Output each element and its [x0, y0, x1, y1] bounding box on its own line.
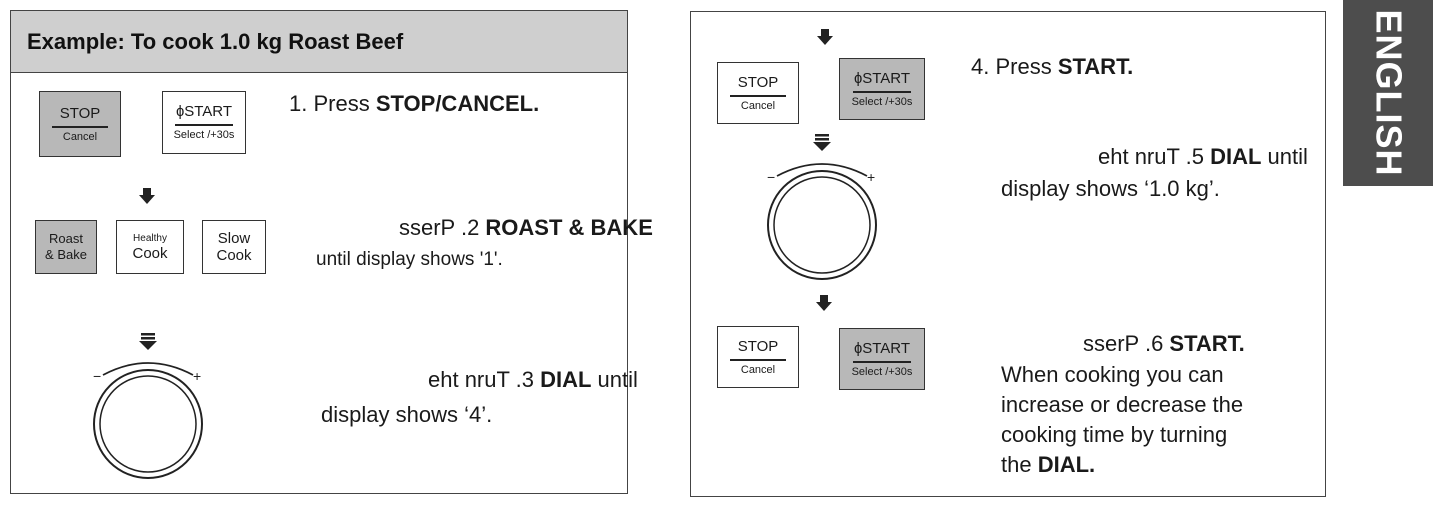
start-key: ɸSTART Select /+30s: [839, 58, 925, 120]
start-key: ɸSTART Select /+30s: [839, 328, 925, 390]
step-3-bold: DIAL: [540, 367, 592, 392]
cancel-key-label: Cancel: [62, 130, 98, 143]
slow-key-line1: Slow: [217, 230, 251, 247]
start-key-label: ɸSTART: [853, 69, 911, 87]
key-divider: [852, 360, 912, 363]
key-divider: [730, 358, 786, 361]
stop-cancel-key: STOP Cancel: [717, 326, 799, 388]
step-5-suffix: until: [1261, 144, 1308, 169]
step-5-line2: display shows ‘1.0 kg’.: [1001, 176, 1220, 201]
step-6-line3: increase or decrease the: [1001, 392, 1244, 417]
select-key-label: Select /+30s: [173, 129, 235, 141]
svg-text:+: +: [867, 169, 875, 185]
step-6-line5-bold: DIAL.: [1037, 452, 1096, 477]
dial-push-arrow: [813, 134, 831, 151]
step-4-text: 4. Press START.: [971, 52, 1133, 82]
slow-cook-key: Slow Cook: [202, 220, 266, 274]
select-key-label: Select /+30s: [851, 95, 913, 108]
stop-key-label: STOP: [59, 104, 101, 122]
step-6-line5: the DIAL.: [1001, 450, 1095, 480]
step-2-bold: ROAST & BAKE: [485, 215, 653, 240]
step-2-text: sserP .2 ROAST & BAKE: [399, 213, 653, 243]
cancel-key-label: Cancel: [740, 363, 776, 376]
step-6-prefix: sserP .6: [1083, 331, 1170, 356]
step-5-bold: DIAL: [1210, 144, 1262, 169]
stop-key-label: STOP: [737, 337, 779, 355]
svg-text:−: −: [767, 169, 775, 185]
key-divider: [730, 94, 786, 97]
step-3-prefix: eht nruT .3: [428, 367, 541, 392]
step-1-text: 1. Press STOP/CANCEL.: [289, 89, 539, 119]
stop-cancel-key: STOP Cancel: [39, 91, 121, 157]
step-3-suffix: until: [591, 367, 638, 392]
key-divider: [175, 124, 233, 126]
select-key-label: Select /+30s: [851, 365, 913, 378]
example-panel-left: Example: To cook 1.0 kg Roast Beef STOP …: [10, 10, 653, 494]
step-2-line2: until display shows '1'.: [316, 249, 503, 270]
step-1-bold: STOP/CANCEL.: [375, 91, 540, 116]
slow-key-line2: Cook: [216, 247, 252, 264]
step-6-line2: When cooking you can: [1001, 362, 1224, 387]
start-key-label: ɸSTART: [175, 103, 233, 120]
step-3-line2: display shows ‘4’.: [321, 402, 493, 427]
roast-bake-key: Roast & Bake: [35, 220, 97, 274]
key-divider: [52, 125, 108, 128]
svg-text:−: −: [93, 368, 101, 384]
step-5-prefix: eht nruT .5: [1098, 144, 1211, 169]
dial-icon: − +: [767, 134, 877, 280]
down-arrow-icon: [817, 29, 833, 45]
roast-key-line2: & Bake: [45, 247, 87, 262]
step-2-prefix: sserP .2: [399, 215, 486, 240]
dial-push-arrow: [139, 333, 157, 350]
svg-text:+: +: [193, 368, 201, 384]
start-key: ɸSTART Select /+30s: [162, 91, 246, 154]
cancel-key-label: Cancel: [740, 99, 776, 112]
dial-icon: − +: [93, 333, 203, 479]
language-tab: ENGLISH: [1343, 0, 1433, 186]
step-6-text: sserP .6 START.: [1083, 329, 1245, 359]
step-6-line4: cooking time by turning: [1001, 422, 1228, 447]
roast-key-line1: Roast: [49, 231, 83, 246]
stop-key-label: STOP: [737, 73, 779, 91]
step-4-bold: START.: [1057, 54, 1134, 79]
down-arrow-icon: [139, 188, 155, 204]
step-5-text: eht nruT .5 DIAL until: [1098, 142, 1308, 172]
key-divider: [852, 90, 912, 93]
step-6-line5-prefix: the: [1001, 452, 1038, 477]
healthy-cook-key: Healthy Cook: [116, 220, 184, 274]
step-4-prefix: 4. Press: [971, 54, 1058, 79]
healthy-key-line1: Healthy: [133, 232, 167, 244]
start-key-label: ɸSTART: [853, 339, 911, 357]
step-6-bold: START.: [1169, 331, 1245, 356]
example-title: Example: To cook 1.0 kg Roast Beef: [11, 11, 627, 73]
language-tab-label: ENGLISH: [1368, 9, 1410, 177]
down-arrow-icon: [816, 295, 832, 311]
example-panel-right: STOP Cancel ɸSTART Select /+30s 4. Press…: [690, 11, 1326, 497]
step-1-prefix: 1. Press: [289, 91, 376, 116]
stop-cancel-key: STOP Cancel: [717, 62, 799, 124]
healthy-key-line2: Cook: [132, 244, 168, 262]
step-3-text: eht nruT .3 DIAL until: [428, 365, 638, 395]
